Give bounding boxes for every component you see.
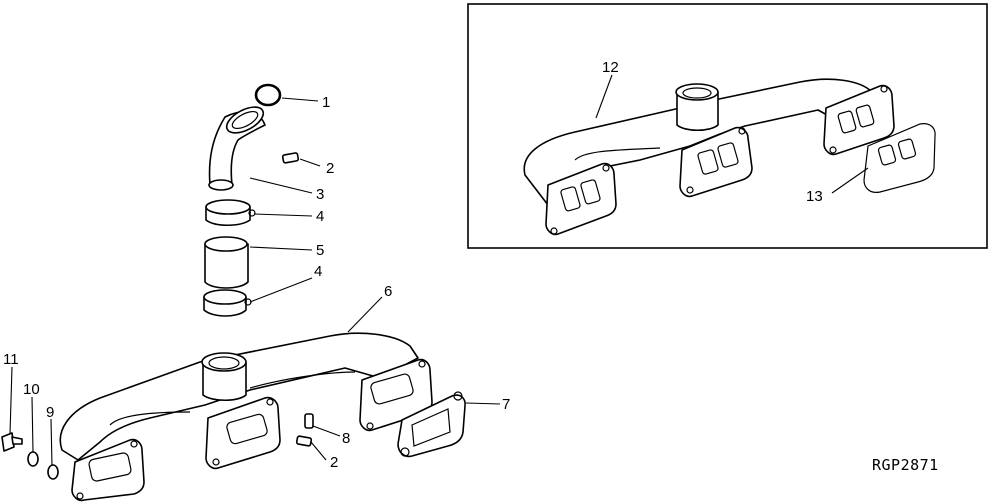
callout-4-upper: 4 xyxy=(316,208,324,225)
callout-6: 6 xyxy=(384,283,392,300)
o-ring xyxy=(254,83,282,107)
callout-7: 7 xyxy=(502,396,510,413)
callout-8: 8 xyxy=(342,430,350,447)
callout-9: 9 xyxy=(46,404,54,421)
callout-2-upper: 2 xyxy=(326,160,334,177)
callout-2-lower: 2 xyxy=(330,454,338,471)
clamp-lower xyxy=(203,289,252,317)
callout-3: 3 xyxy=(316,186,324,203)
callout-12: 12 xyxy=(602,59,619,76)
callout-11: 11 xyxy=(3,351,19,368)
leader-lines xyxy=(9,74,869,467)
inset-gasket xyxy=(863,123,936,193)
inset-panel xyxy=(467,3,988,249)
callout-13: 13 xyxy=(806,188,823,205)
plug-2-lower xyxy=(295,435,313,447)
manifold-gasket xyxy=(397,391,466,458)
plug-8 xyxy=(304,413,314,429)
sleeve xyxy=(204,236,249,289)
exhaust-manifold xyxy=(59,332,433,502)
washer-10 xyxy=(27,451,39,467)
washer-9 xyxy=(47,464,59,480)
callout-1: 1 xyxy=(322,94,330,111)
callout-4-lower: 4 xyxy=(314,263,322,280)
clamp-upper xyxy=(205,199,256,227)
callout-5: 5 xyxy=(316,242,324,259)
drawing-code: RGP2871 xyxy=(872,456,939,474)
inset-exhaust-manifold xyxy=(523,78,895,236)
callout-10: 10 xyxy=(23,381,40,398)
elbow-pipe xyxy=(208,106,266,191)
callouts: 1 2 3 4 5 4 6 7 8 2 9 10 11 12 13 xyxy=(3,59,823,471)
bolt-11 xyxy=(1,432,23,452)
plug-upper xyxy=(281,152,300,164)
